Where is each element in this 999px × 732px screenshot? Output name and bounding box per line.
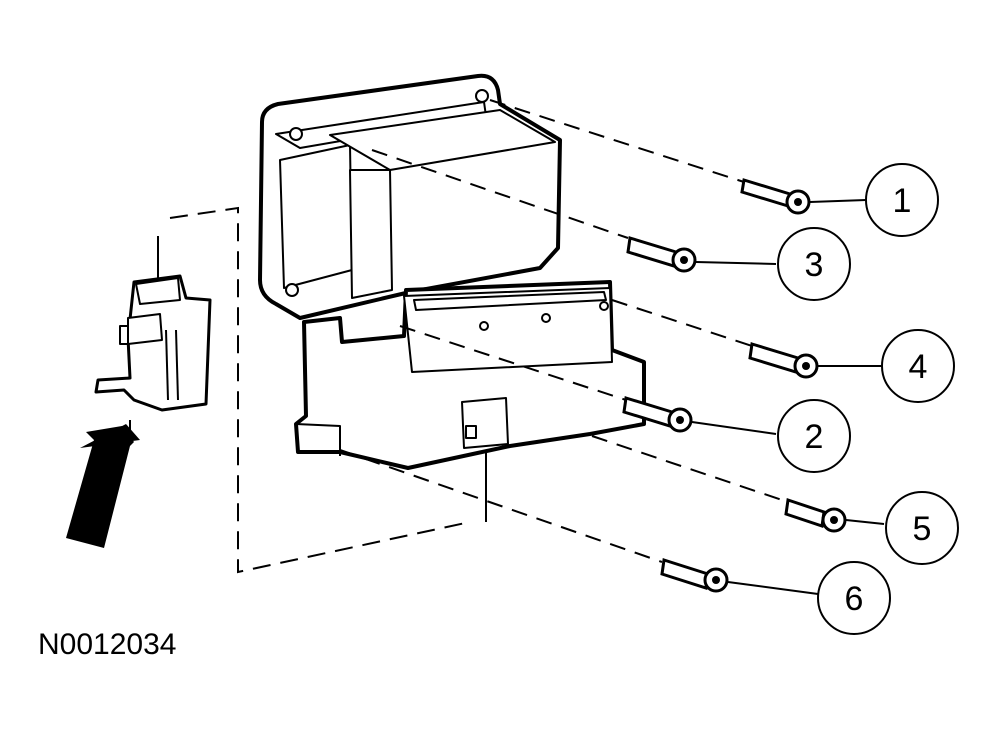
- module-lower-housing: [294, 280, 646, 470]
- insertion-direction-arrow: [66, 426, 134, 548]
- callout-5-label: 5: [913, 510, 932, 548]
- callout-3-label: 3: [805, 246, 824, 284]
- callout-4-label: 4: [909, 348, 928, 386]
- module-upper-housing: [258, 73, 562, 320]
- callout-4: 4: [881, 329, 955, 403]
- callout-6-label: 6: [845, 580, 864, 618]
- bolt-5: [784, 498, 847, 533]
- callout-1: 1: [865, 163, 939, 237]
- connector-leader-lines: [129, 236, 487, 522]
- bolt-alignment-lines: [339, 99, 789, 563]
- bolt-2: [622, 396, 693, 433]
- callout-2-label: 2: [805, 418, 824, 456]
- bolt-3: [626, 236, 697, 273]
- callout-5: 5: [885, 491, 959, 565]
- callout-2: 2: [777, 399, 851, 473]
- bolt-4: [748, 342, 819, 379]
- callout-leader-lines: [691, 199, 885, 595]
- dashed-enclosure: [169, 206, 471, 574]
- electrical-connector: [94, 274, 212, 412]
- callout-3: 3: [777, 227, 851, 301]
- callout-1-label: 1: [893, 182, 912, 220]
- bolt-1: [740, 178, 811, 215]
- figure-id-label: N0012034: [38, 628, 177, 661]
- bolt-6: [660, 558, 729, 593]
- arrow-head: [80, 424, 140, 448]
- callout-6: 6: [817, 561, 891, 635]
